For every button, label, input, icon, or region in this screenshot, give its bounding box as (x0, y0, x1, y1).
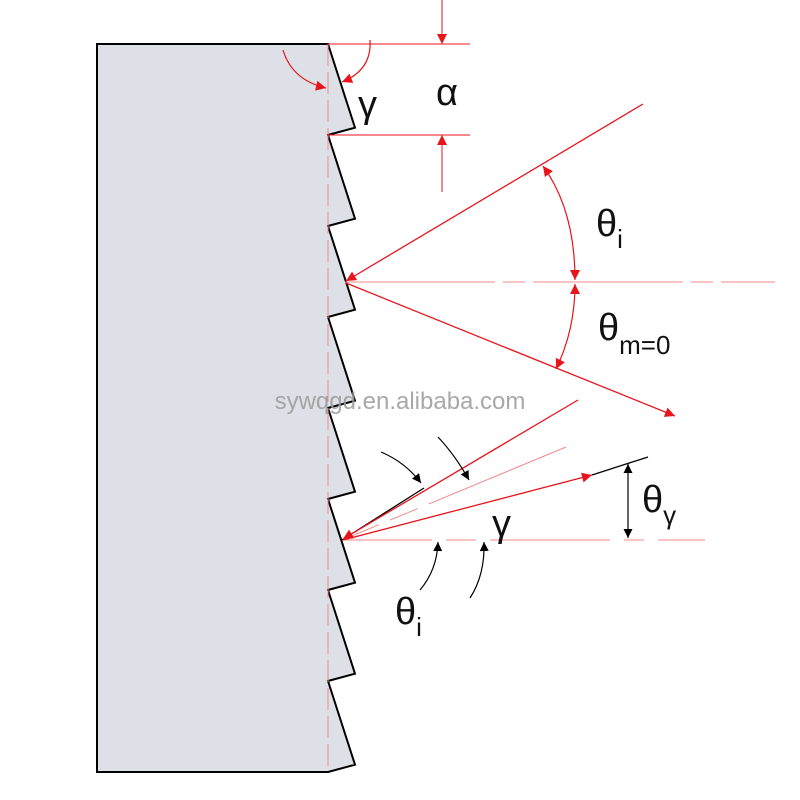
theta-i-arc (542, 165, 580, 281)
arrow-facet-right (437, 436, 470, 481)
arrow-theta-i-lower (419, 541, 443, 591)
lower-incident-ray (342, 399, 579, 540)
gamma-arc-left (282, 49, 327, 91)
grating-body (96, 43, 357, 773)
blaze-ray-extension (591, 456, 649, 476)
watermark: sywqgd.en.alibaba.com (275, 388, 526, 415)
arrow-facet-left (380, 451, 422, 484)
gamma-arc-right (341, 39, 371, 83)
arrow-gamma-lower (469, 541, 489, 599)
upper-incident-ray (345, 103, 644, 282)
blaze-ray (342, 472, 593, 541)
theta-i-upper-label: θi (596, 203, 623, 254)
alpha-dimension (328, 0, 470, 192)
theta-m0-arc (555, 283, 580, 370)
theta-m0-label: θm=0 (598, 307, 670, 360)
facet-normal-line (341, 446, 567, 541)
gamma-top-label: γ (358, 84, 377, 126)
alpha-label: α (436, 72, 458, 114)
gamma-lower-label: γ (492, 503, 511, 545)
zero-order-ray (345, 282, 676, 417)
theta-i-lower-label: θi (395, 591, 422, 642)
theta-gamma-label: θγ (642, 479, 676, 530)
